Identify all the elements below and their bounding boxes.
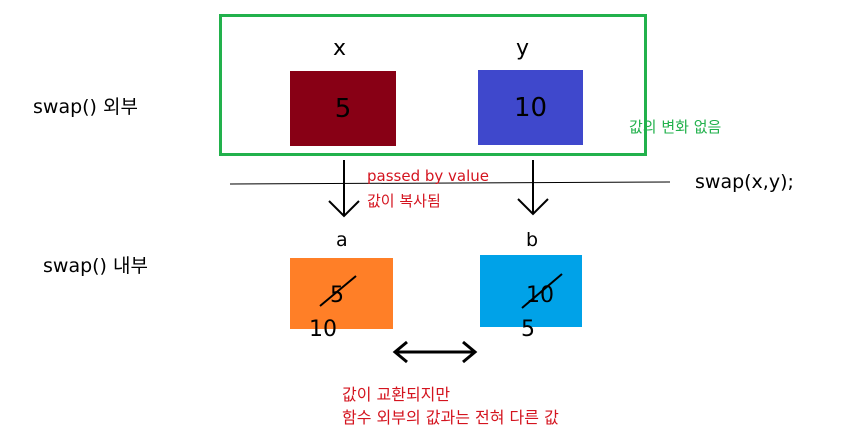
call-divider-line [229, 181, 671, 185]
no-change-note: 값의 변화 없음 [629, 118, 722, 136]
outside-scope-frame [219, 14, 647, 156]
copy-arrow-y-to-b [517, 160, 549, 216]
copy-arrow-x-to-a [328, 160, 360, 218]
param-a-box [290, 258, 393, 329]
var-y-box: 10 [478, 70, 583, 145]
var-y-value: 10 [513, 92, 548, 123]
param-a-strike-mark [319, 275, 357, 307]
exchange-note-line1: 값이 교환되지만 [342, 385, 451, 404]
param-a-name: a [336, 229, 348, 251]
var-y-name: y [516, 36, 530, 61]
param-b-name: b [526, 229, 539, 251]
param-a-new-value: 10 [309, 317, 337, 342]
passed-by-value-label: passed by value [367, 167, 489, 185]
param-b-strike-mark [521, 273, 563, 309]
param-b-old-value: 10 [526, 283, 554, 308]
swap-call-text: swap(x,y); [695, 171, 794, 193]
param-b-box [480, 255, 582, 327]
var-x-box: 5 [290, 71, 396, 146]
outside-label: swap() 외부 [33, 96, 138, 118]
var-x-name: x [333, 36, 347, 61]
swap-double-arrow [392, 340, 478, 364]
exchange-note-line2: 함수 외부의 값과는 전혀 다른 값 [342, 408, 559, 427]
param-b-new-value: 5 [521, 317, 535, 342]
value-copied-label: 값이 복사됨 [367, 192, 441, 210]
inside-label: swap() 내부 [43, 255, 148, 277]
var-x-value: 5 [334, 93, 352, 124]
